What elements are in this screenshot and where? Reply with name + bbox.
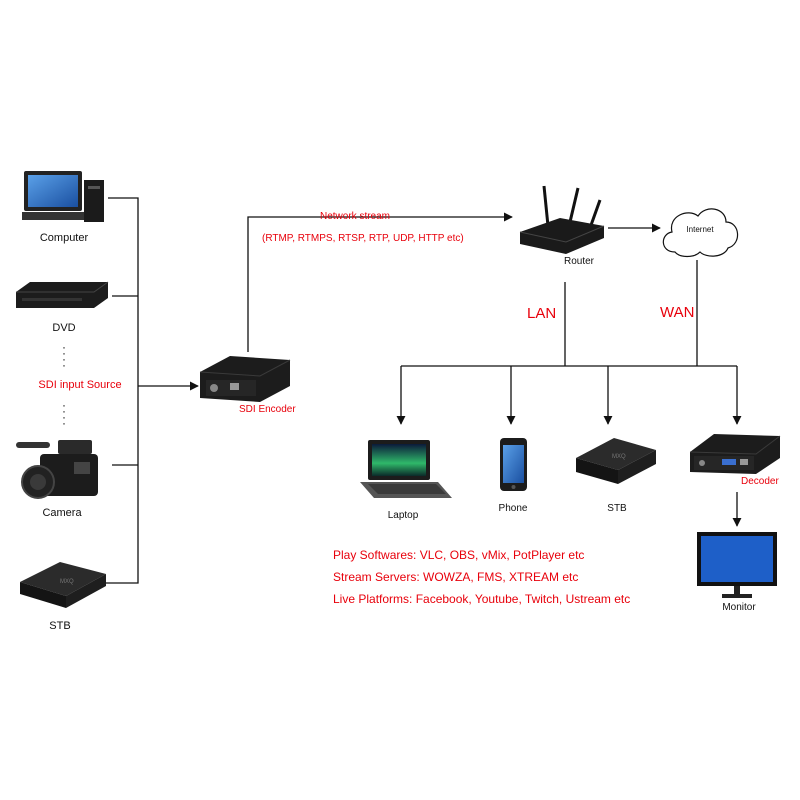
label-dvd: DVD: [52, 322, 76, 334]
ellipsis-lower: ····: [62, 398, 66, 430]
label-sdi-input-source: SDI input Source: [38, 379, 122, 391]
phone-icon: [500, 438, 527, 491]
router-icon: [519, 185, 605, 254]
internet-cloud-icon: [662, 208, 739, 258]
apps-play-softwares: Play Softwares: VLC, OBS, vMix, PotPlaye…: [333, 548, 585, 562]
stb-source-icon: MXQ: [20, 562, 106, 608]
sdi-encoder-icon: [199, 356, 291, 402]
apps-live-platforms: Live Platforms: Facebook, Youtube, Twitc…: [333, 592, 631, 606]
camera-icon: [16, 440, 98, 499]
label-sdi-encoder: SDI Encoder: [239, 404, 296, 415]
label-laptop: Laptop: [387, 510, 419, 521]
label-wan: WAN: [660, 304, 695, 321]
laptop-icon: [360, 440, 452, 498]
supported-apps-list: Play Softwares: VLC, OBS, vMix, PotPlaye…: [333, 544, 630, 610]
label-monitor: Monitor: [722, 602, 756, 613]
encoder-to-router-arrow: [247, 212, 513, 352]
stb-client-icon: MXQ: [576, 438, 656, 484]
label-network-stream: Network stream: [320, 211, 391, 222]
apps-stream-servers: Stream Servers: WOWZA, FMS, XTREAM etc: [333, 570, 579, 584]
svg-text:MXQ: MXQ: [612, 454, 626, 460]
label-lan: LAN: [527, 305, 557, 322]
dvd-player-icon: [16, 281, 109, 308]
label-stb-source: STB: [49, 620, 71, 632]
label-camera: Camera: [42, 507, 82, 519]
svg-text:MXQ: MXQ: [60, 579, 74, 585]
label-decoder: Decoder: [741, 476, 779, 487]
label-internet: Internet: [686, 225, 714, 234]
computer-icon: [22, 171, 104, 222]
monitor-icon: [697, 532, 777, 598]
label-computer: Computer: [39, 232, 89, 244]
label-stb-client: STB: [607, 503, 627, 514]
ellipsis-upper: ····: [62, 340, 66, 372]
decoder-icon: [689, 434, 781, 474]
label-phone: Phone: [498, 503, 528, 514]
label-router: Router: [563, 256, 595, 267]
connector-lines: [104, 197, 742, 584]
label-protocols: (RTMP, RTMPS, RTSP, RTP, UDP, HTTP etc): [262, 233, 464, 244]
source-bus: [104, 197, 139, 584]
